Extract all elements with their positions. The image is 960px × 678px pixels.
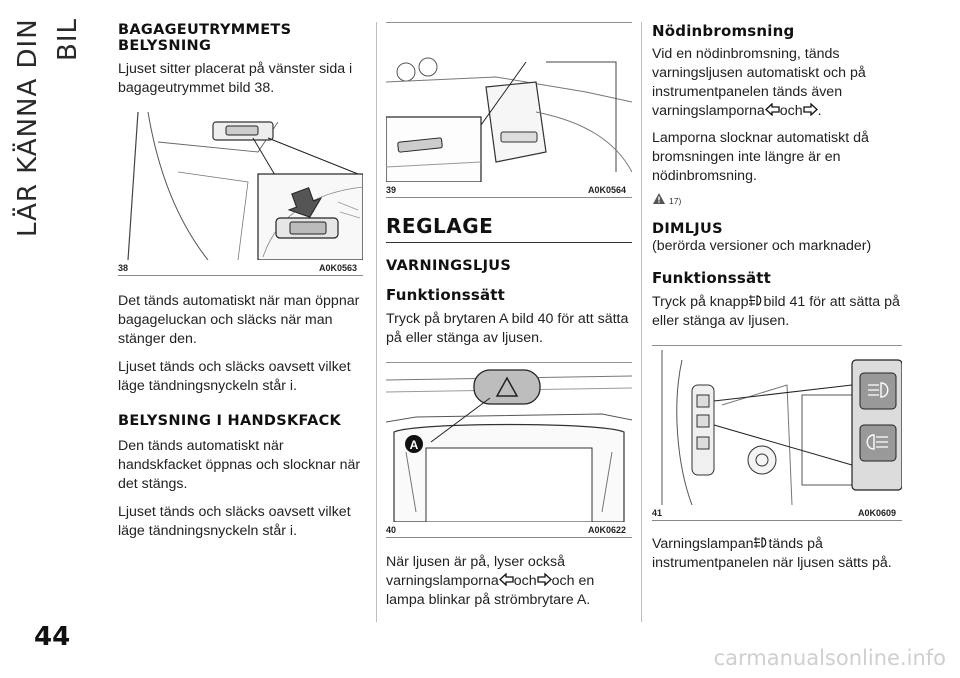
figure-38: 38 A0K0563 (118, 112, 363, 276)
text: tänds på instrumentpanelen när ljusen sä… (652, 536, 892, 571)
section-heading-emergency-braking: Nödinbromsning (652, 22, 795, 40)
text: Vid en nödinbromsning, tänds varningslju… (652, 46, 866, 119)
figure-code: A0K0609 (857, 508, 896, 518)
figure-number: 40 (386, 525, 397, 535)
section-heading-trunk-light: BAGAGEUTRYMMETS BELYSNING (118, 22, 292, 54)
front-fog-light-icon (749, 294, 762, 307)
paragraph: Lamporna slocknar automatiskt då bromsni… (652, 130, 869, 184)
glovebox-light-illustration (386, 22, 632, 182)
figure-40: A 40 A0K0622 (386, 362, 632, 538)
figure-number: 38 (118, 263, 129, 273)
paragraph: Ljuset tänds och släcks oavsett vilket l… (118, 504, 351, 539)
text: När ljusen är på, lyser också varningsla… (386, 554, 565, 589)
warning-triangle-icon (653, 193, 665, 204)
figure-caption: 38 A0K0563 (118, 260, 363, 275)
turn-signal-left-icon (498, 573, 514, 586)
figure-number: 39 (386, 185, 397, 195)
figure-41: 41 A0K0609 (652, 345, 902, 521)
front-fog-light-icon (754, 536, 767, 549)
figure-caption: 39 A0K0564 (386, 182, 632, 197)
hazard-switch-illustration: A (386, 362, 632, 522)
text: bild 41 för att sätta på eller stänga av… (652, 294, 900, 329)
turn-signal-right-icon (537, 573, 552, 586)
subheading: Funktionssätt (386, 286, 506, 304)
paragraph: När ljusen är på, lyser också varningsla… (386, 553, 632, 610)
paragraph: Den tänds automatiskt när handskfacket ö… (118, 438, 361, 492)
trunk-light-illustration (118, 112, 363, 260)
text: . (817, 103, 822, 119)
turn-signal-left-icon (764, 103, 780, 116)
paragraph: Vid en nödinbromsning, tänds varningslju… (652, 45, 902, 121)
column-divider (641, 22, 642, 622)
callout-a: A (410, 438, 419, 452)
subheading: Funktionssätt (652, 269, 772, 287)
figure-caption: 41 A0K0609 (652, 505, 902, 520)
section-heading-fog-lights: DIMLJUS (652, 221, 723, 237)
text: Varningslampan (652, 536, 754, 552)
column-divider (376, 22, 377, 622)
paragraph: Tryck på brytaren A bild 40 för att sätt… (386, 311, 629, 346)
section-heading-hazard: VARNINGSLJUS (386, 258, 512, 274)
paragraph: Ljuset sitter placerat på vänster sida i… (118, 61, 353, 96)
section-heading-glovebox-light: BELYSNING I HANDSKFACK (118, 413, 342, 429)
column-3: Nödinbromsning Vid en nödinbromsning, tä… (652, 22, 902, 573)
chapter-title: LÄR KÄNNA DIN BIL (13, 18, 83, 237)
paragraph: (berörda versioner och marknader) (652, 238, 872, 254)
figure-number: 41 (652, 508, 663, 518)
text: och en lampa blinkar på strömbrytare A. (386, 573, 595, 608)
fog-light-switch-illustration (652, 345, 902, 505)
note-reference: 17) (652, 192, 902, 210)
figure-caption: 40 A0K0622 (386, 522, 632, 537)
text: och (513, 573, 537, 589)
figure-code: A0K0564 (587, 185, 626, 195)
note-number: 17) (669, 196, 682, 206)
turn-signal-right-icon (803, 103, 818, 116)
page-number: 44 (34, 622, 71, 652)
figure-39: 39 A0K0564 (386, 22, 632, 198)
text: och (779, 103, 803, 119)
column-2: 39 A0K0564 REGLAGE VARNINGSLJUS Funktion… (386, 22, 632, 610)
watermark: carmanualsonline.info (713, 646, 946, 670)
figure-code: A0K0563 (318, 263, 357, 273)
text: Tryck på knapp (652, 294, 749, 310)
paragraph: Det tänds automatiskt när man öppnar bag… (118, 293, 360, 347)
column-1: BAGAGEUTRYMMETS BELYSNING Ljuset sitter … (118, 22, 363, 541)
main-heading: REGLAGE (386, 214, 632, 243)
paragraph: Ljuset tänds och släcks oavsett vilket l… (118, 359, 351, 394)
figure-code: A0K0622 (587, 525, 626, 535)
